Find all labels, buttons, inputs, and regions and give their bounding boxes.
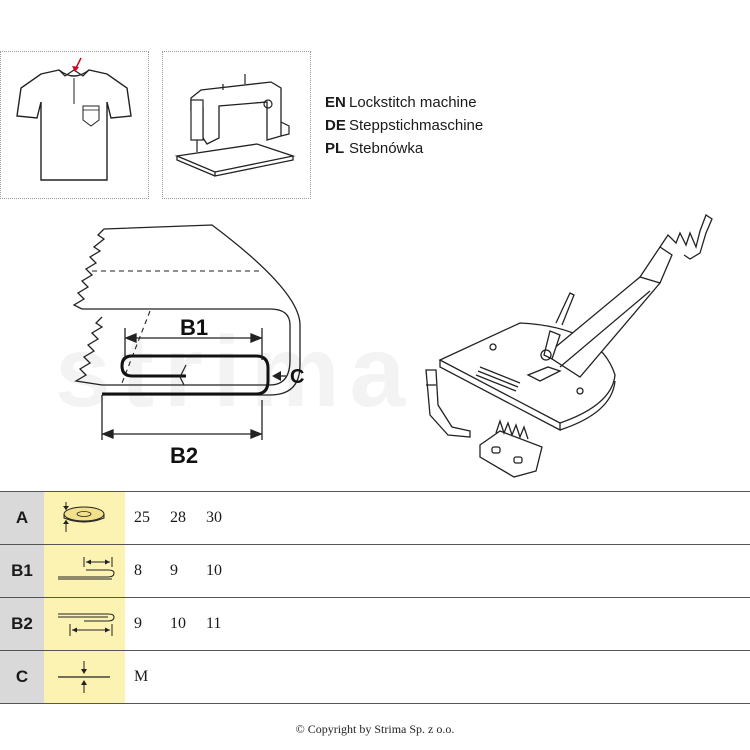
table-row: A 25 28 30: [0, 491, 750, 545]
inner-fold-width-icon: [58, 557, 115, 580]
watermark: strima: [55, 316, 416, 428]
row-icon-cell: [44, 545, 125, 597]
c-dimension: [272, 371, 286, 381]
attachment-assembly: [425, 214, 713, 478]
material-thickness-icon: [58, 661, 110, 693]
table-row: C M: [0, 651, 750, 704]
row-icon-cell: [44, 492, 125, 544]
b1-dimension: [124, 328, 263, 360]
c-label: C: [290, 366, 304, 388]
fold-shape: [102, 354, 270, 396]
row-label: B2: [0, 598, 44, 650]
row-values: 9 10 11: [134, 615, 222, 632]
tape-roll-width-icon: [63, 502, 105, 532]
b2-label: B2: [170, 443, 198, 468]
copyright-text: © Copyright by Strima Sp. z o.o.: [295, 722, 455, 736]
outer-fold-width-icon: [58, 613, 115, 636]
table-row: B1 8 9 10: [0, 545, 750, 598]
row-values: 25 28 30: [134, 509, 222, 526]
table-row: B2 9 10 11: [0, 598, 750, 651]
folder-diagram: B1 B2 C: [72, 214, 713, 478]
b1-label: B1: [180, 315, 208, 340]
b2-dimension: [101, 395, 263, 440]
row-icon-cell: [44, 598, 125, 650]
row-label: A: [0, 492, 44, 544]
sewing-machine-icon: [174, 74, 296, 177]
shirt-icon: [16, 57, 132, 181]
parameter-table: A 25 28 30 B1: [0, 491, 750, 704]
row-values: 8 9 10: [134, 562, 222, 579]
row-label: B1: [0, 545, 44, 597]
row-icon-cell: [44, 651, 125, 703]
fold-cross-section: [72, 224, 301, 396]
row-label: C: [0, 651, 44, 703]
row-values: M: [134, 668, 149, 685]
shirt-thumbnail: [0, 51, 149, 199]
machine-thumbnail: [162, 51, 311, 199]
